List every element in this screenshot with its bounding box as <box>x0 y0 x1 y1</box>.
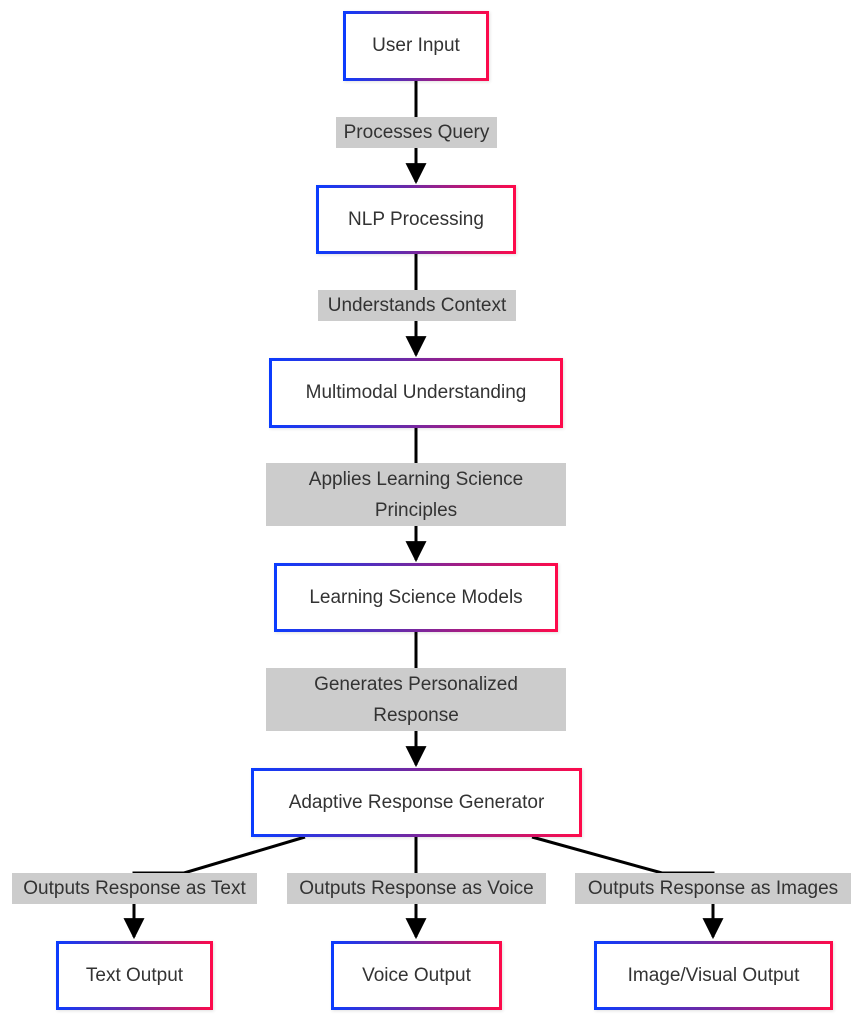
edge-label-outputs-text: Outputs Response as Text <box>12 873 257 904</box>
edge-label-understands-context: Understands Context <box>318 290 516 321</box>
edge-label-applies-learning-science: Applies Learning Science Principles <box>266 463 566 526</box>
node-user-input[interactable]: User Input <box>343 11 489 81</box>
node-label: Text Output <box>85 964 184 986</box>
node-text-output[interactable]: Text Output <box>56 941 213 1010</box>
node-label: Adaptive Response Generator <box>288 791 545 813</box>
edge-label-text: Outputs Response as Text <box>23 878 246 899</box>
node-label: NLP Processing <box>348 208 484 230</box>
node-label: Voice Output <box>362 964 471 986</box>
edge-label-generates-personalized: Generates Personalized Response <box>266 668 566 731</box>
edge-label-outputs-images: Outputs Response as Images <box>575 873 851 904</box>
node-label: Learning Science Models <box>309 586 523 608</box>
node-label: User Input <box>372 35 460 56</box>
edge-label-text: Processes Query <box>343 122 490 143</box>
node-label: Image/Visual Output <box>627 964 800 986</box>
node-voice-output[interactable]: Voice Output <box>331 941 502 1010</box>
node-image-visual-output[interactable]: Image/Visual Output <box>594 941 833 1010</box>
edge-label-outputs-voice: Outputs Response as Voice <box>287 873 546 904</box>
node-label: Multimodal Understanding <box>305 382 527 403</box>
edge-label-text: Understands Context <box>327 295 507 316</box>
edge-label-text: Generates Personalized Response <box>314 673 518 726</box>
edge-label-text: Outputs Response as Images <box>587 878 839 899</box>
edge-label-text: Applies Learning Science Principles <box>308 468 524 521</box>
node-nlp-processing[interactable]: NLP Processing <box>316 185 516 254</box>
edge-label-text: Outputs Response as Voice <box>299 878 534 899</box>
node-multimodal-understanding[interactable]: Multimodal Understanding <box>269 358 563 428</box>
node-adaptive-response-generator[interactable]: Adaptive Response Generator <box>251 768 582 837</box>
edge-label-processes-query: Processes Query <box>336 117 497 148</box>
node-learning-science-models[interactable]: Learning Science Models <box>274 563 558 632</box>
